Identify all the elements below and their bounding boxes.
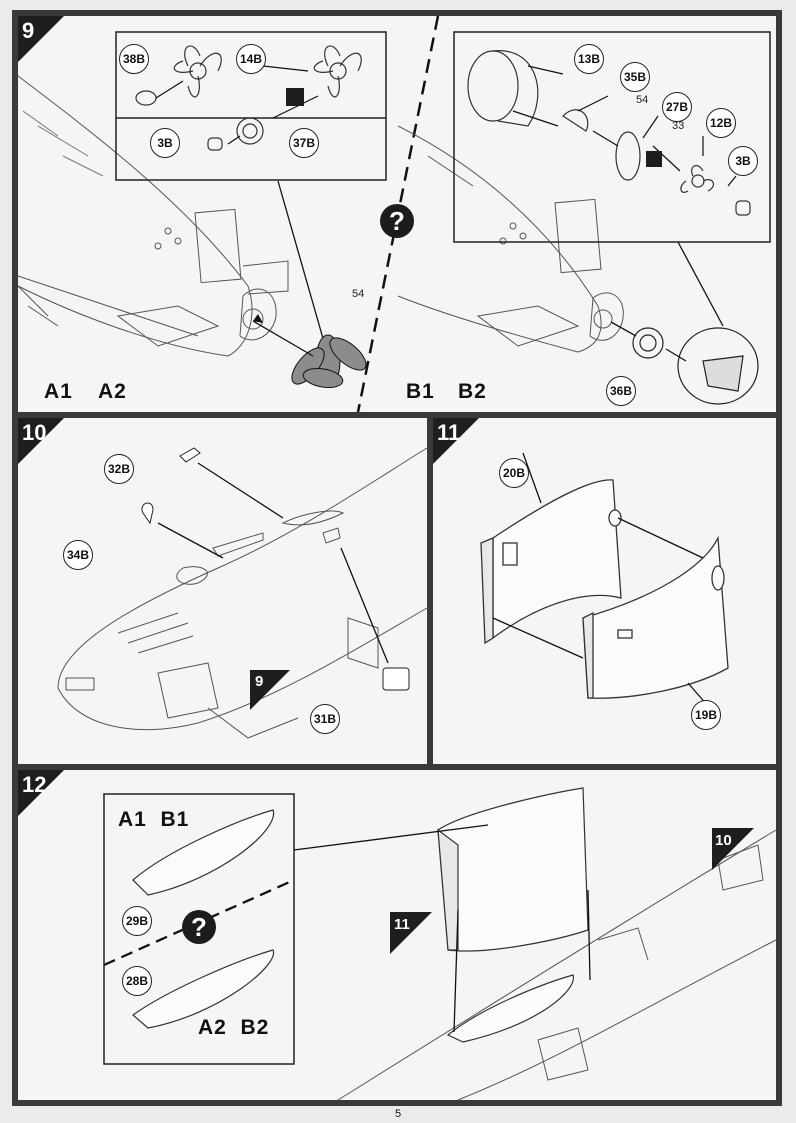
reference-step-10-badge: [712, 828, 754, 870]
question-mark-step-12-icon: ?: [182, 910, 216, 944]
step-11-panel: 11 20B 19B: [433, 418, 776, 764]
reference-step-10: 10: [715, 832, 732, 849]
part-31B: 31B: [310, 704, 340, 734]
separator-vertical: [427, 418, 433, 764]
step-9-badge: [18, 16, 64, 62]
part-19B: 19B: [691, 700, 721, 730]
separator-top: [18, 412, 776, 418]
question-mark-icon: ?: [380, 204, 414, 238]
step-10-number: 10: [22, 420, 47, 445]
part-36B: 36B: [606, 376, 636, 406]
step-10-badge: [18, 418, 64, 464]
variant-A2-B2: A2 B2: [198, 1016, 270, 1039]
part-3B-right: 3B: [728, 146, 758, 176]
page-number: 5: [394, 1108, 402, 1120]
part-20B: 20B: [499, 458, 529, 488]
part-37B: 37B: [289, 128, 319, 158]
step-12-panel: 12 A1 B1 29B ? 28B A2 B2 11 10: [18, 770, 777, 1101]
part-38B: 38B: [119, 44, 149, 74]
propeller-54-illustration: [291, 334, 367, 389]
reference-step-9: 9: [255, 673, 264, 690]
sail-halves-illustration: [480, 452, 729, 707]
part-54-left-label: 54: [352, 288, 365, 300]
step-12-badge: [18, 770, 64, 816]
part-32B: 32B: [104, 454, 134, 484]
part-34B: 34B: [63, 540, 93, 570]
part-33-label: 33: [672, 120, 685, 132]
part-3B-left: 3B: [150, 128, 180, 158]
variant-A1: A1: [44, 380, 73, 403]
separator-middle: [18, 764, 776, 770]
part-54-right-label: 54: [636, 94, 649, 106]
part-13B: 13B: [574, 44, 604, 74]
submarine-stern-left-illustration: [17, 31, 387, 389]
submarine-fore-deck-illustration: [57, 447, 428, 739]
part-29B: 29B: [122, 906, 152, 936]
variant-A2: A2: [98, 380, 127, 403]
variant-A1-B1: A1 B1: [118, 808, 190, 831]
step-9-number: 9: [22, 18, 35, 43]
sail-assembly-illustration: [103, 787, 777, 1101]
part-14B: 14B: [236, 44, 266, 74]
step-9-right-panel: ? 13B 35B 27B 12B 3B 36B 54 33 B1 B2: [356, 15, 776, 413]
variant-B2: B2: [458, 380, 487, 403]
part-12B: 12B: [706, 108, 736, 138]
part-35B: 35B: [620, 62, 650, 92]
step-11-number: 11: [437, 420, 461, 445]
part-28B: 28B: [122, 966, 152, 996]
reference-step-11: 11: [394, 916, 410, 933]
variant-B1: B1: [406, 380, 435, 403]
submarine-stern-right-illustration: [356, 15, 771, 413]
reference-step-9-badge: [250, 670, 290, 710]
step-12-number: 12: [22, 772, 47, 797]
step-11-badge: [433, 418, 479, 464]
step-9-left-panel: 9 38B 14B 3B 37B 54 A1 A2: [17, 16, 418, 412]
part-27B: 27B: [662, 92, 692, 122]
step-10-panel: 10 32B 34B 31B 9: [18, 418, 428, 764]
reference-step-11-badge: [390, 912, 432, 954]
